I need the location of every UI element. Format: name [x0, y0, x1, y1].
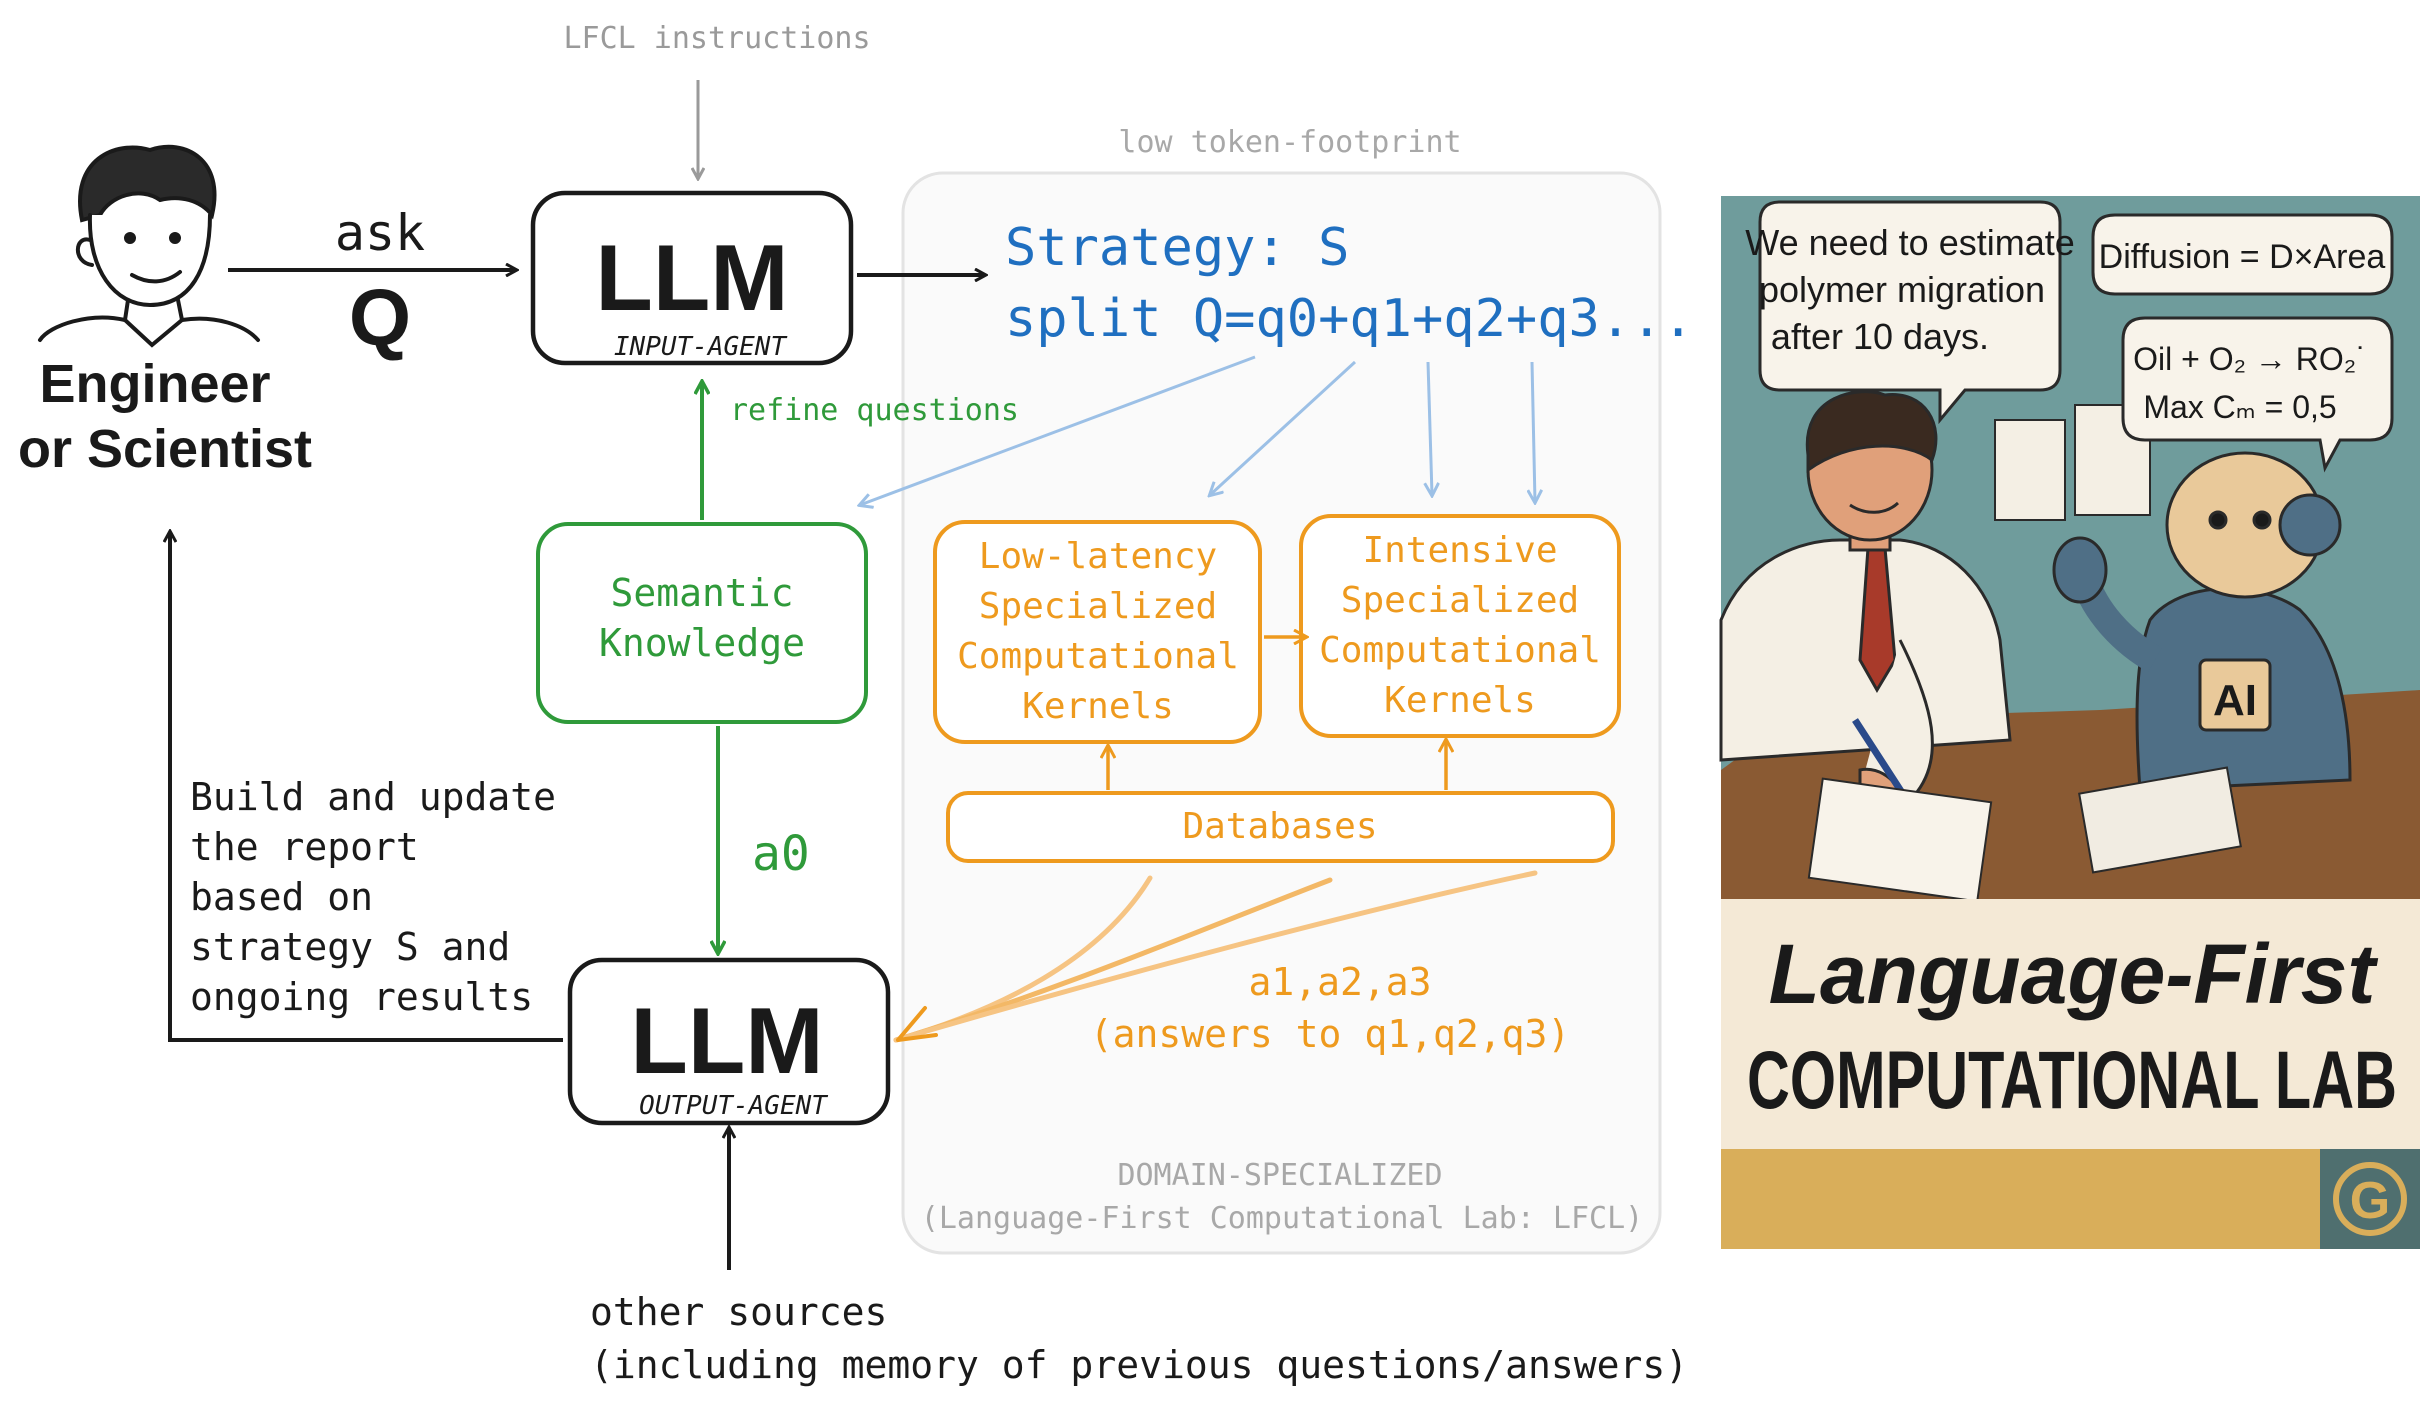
report-line: Build and update: [190, 775, 556, 819]
user-label-line1: Engineer: [39, 354, 270, 414]
output-agent-box: [567, 957, 891, 1126]
bubble-left-line: We need to estimate: [1745, 222, 2075, 263]
user-face: [87, 213, 212, 308]
ask-symbol: Q: [349, 273, 411, 362]
other-sources-line1: other sources: [590, 1290, 887, 1334]
poster-title-script: Language-First: [1769, 927, 2379, 1021]
intensive-line: Intensive: [1362, 530, 1557, 571]
split-arrow-q1: [1210, 360, 1357, 495]
report-loop-arrow: [170, 532, 563, 1042]
refine-label: refine questions: [730, 393, 1019, 428]
a0-label: a0: [752, 826, 810, 882]
poster-robot: [2052, 451, 2352, 792]
bubble-left-line: polymer migration: [1759, 269, 2045, 310]
human-hair: [1805, 390, 1938, 473]
robot-eye-left: [2208, 510, 2228, 530]
user-ear: [75, 237, 94, 267]
split-arrow-q2: [1428, 361, 1432, 495]
intensive-line: Computational: [1319, 630, 1601, 671]
answers-line2: (answers to q1,q2,q3): [1090, 1012, 1570, 1056]
robot-ear: [2278, 493, 2342, 557]
robot-eye-right: [2252, 510, 2272, 530]
robot-badge-text: AI: [2213, 676, 2257, 725]
bubble-right-bottom: [2121, 316, 2394, 473]
report-line: ongoing results: [190, 975, 533, 1019]
user-shoulders: [38, 315, 260, 348]
lfcl-instructions-label: LFCL instructions: [563, 21, 870, 56]
semantic-knowledge-box: [536, 522, 868, 724]
bubble-right-line2: Max Cₘ = 0,5: [2143, 389, 2336, 425]
output-agent-subtitle: OUTPUT-AGENT: [639, 1091, 828, 1121]
low-latency-kernels-box: [933, 520, 1262, 744]
user-hair: [78, 144, 217, 223]
low-latency-line: Computational: [957, 636, 1239, 677]
bubble-right-top: [2091, 213, 2394, 296]
low-latency-kernels-text: Low-latency Specialized Computational Ke…: [957, 536, 1239, 727]
intensive-line: Specialized: [1341, 580, 1579, 621]
poster-human: [1719, 390, 2012, 811]
poster-logo-ring: [2333, 1162, 2407, 1236]
low-token-label: low token-footprint: [1118, 125, 1461, 160]
low-latency-line: Specialized: [979, 586, 1217, 627]
answers-line1: a1,a2,a3: [1248, 960, 1431, 1004]
split-arrow-q0: [860, 355, 1256, 505]
databases-box: [946, 791, 1615, 863]
ask-label: ask: [335, 204, 425, 262]
poster-title-bg: [1721, 899, 2420, 1149]
intensive-kernels-text: Intensive Specialized Computational Kern…: [1319, 530, 1601, 721]
report-line: based on: [190, 875, 373, 919]
bubble-right-line1: Oil + O₂ → RO₂˙: [2133, 341, 2367, 377]
poster-footer-band: [1721, 1149, 2420, 1249]
bubble-left-line: after 10 days.: [1771, 316, 1989, 357]
report-text: Build and update the report based on str…: [190, 775, 556, 1019]
robot-hand: [2052, 536, 2108, 604]
poster: AI We need to estimate polymer migration…: [1719, 196, 2420, 1249]
poster-flowchart-papers: [1994, 404, 2151, 521]
user-eye-left: [124, 232, 136, 244]
user-neck: [123, 298, 184, 322]
user-eye-right: [169, 232, 181, 244]
domain-line1: DOMAIN-SPECIALIZED: [1117, 1158, 1442, 1193]
semantic-line2: Knowledge: [599, 621, 805, 665]
low-latency-line: Kernels: [1022, 686, 1174, 727]
other-sources-line2: (including memory of previous questions/…: [590, 1343, 1688, 1387]
flowchart-paper: [1994, 419, 2066, 521]
input-agent-box: [530, 190, 854, 366]
strategy-line1: Strategy: S: [1005, 218, 1349, 278]
robot-badge: [2198, 658, 2272, 732]
user-label-line2: or Scientist: [18, 419, 312, 479]
report-line: the report: [190, 825, 419, 869]
poster-paper-right: [2078, 766, 2242, 874]
input-agent-subtitle: INPUT-AGENT: [614, 332, 788, 362]
strategy-line2: split Q=q0+q1+q2+q3...: [1005, 289, 1694, 349]
semantic-line1: Semantic: [610, 571, 793, 615]
bubble-left: [1758, 200, 2062, 425]
user-figure: [38, 144, 260, 348]
user-smile: [130, 270, 182, 284]
poster-paper-left: [1807, 777, 1993, 903]
report-line: strategy S and: [190, 925, 510, 969]
intensive-kernels-box: [1299, 514, 1621, 738]
low-latency-line: Low-latency: [979, 536, 1217, 577]
human-smile: [1849, 501, 1900, 514]
domain-line2: (Language-First Computational Lab: LFCL): [921, 1201, 1643, 1236]
intensive-line: Kernels: [1384, 680, 1536, 721]
poster-title-block: COMPUTATIONAL LAB: [1747, 1035, 2397, 1126]
output-agent-title: LLM: [630, 988, 823, 1093]
bubble-right-top-text: Diffusion = D×Area: [2099, 238, 2386, 276]
poster-logo-letter: G: [2350, 1172, 2390, 1230]
answer-stroke: [893, 870, 1538, 1043]
answer-arrows: [893, 870, 1538, 1043]
input-agent-title: LLM: [595, 225, 788, 330]
databases-label: Databases: [1182, 806, 1377, 847]
answer-arrowhead: [896, 1006, 938, 1042]
split-arrow-q3: [1532, 361, 1535, 502]
